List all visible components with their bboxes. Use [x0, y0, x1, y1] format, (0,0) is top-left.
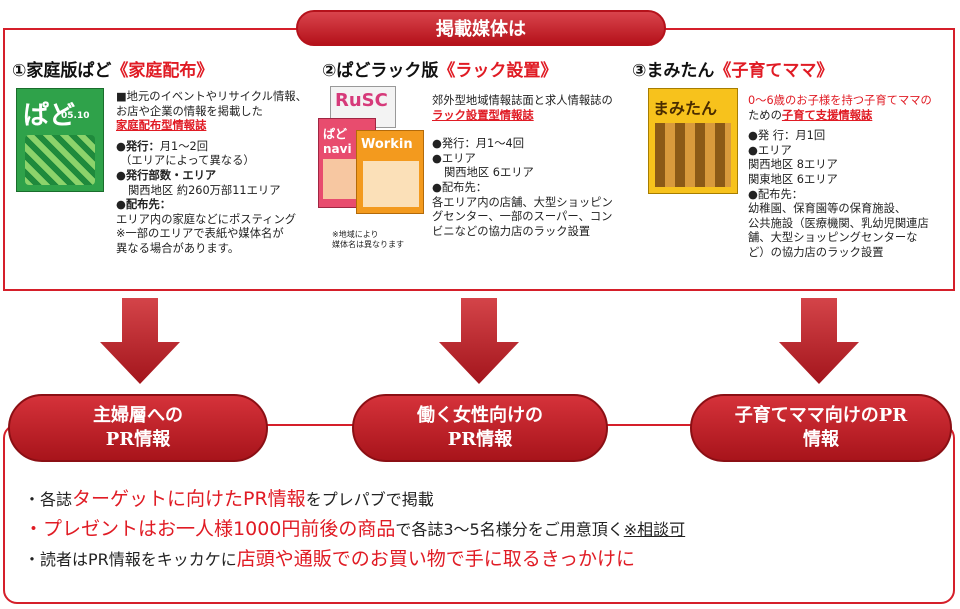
media-panel — [3, 28, 955, 291]
cover-illustration — [25, 135, 95, 185]
rusc-logo: RuSC — [335, 90, 388, 111]
pado-cover-image: ぱど 05.10 — [16, 88, 104, 192]
arrow-down-icon — [439, 298, 519, 384]
media-2-title: ②ぱどラック版《ラック設置》 — [322, 61, 558, 81]
media-1-title: ①家庭版ぱど《家庭配布》 — [12, 61, 214, 81]
workin-logo: Workin — [361, 137, 413, 152]
pado-navi-logo: ぱどnavi — [323, 127, 352, 156]
media-2-note: ※地域により 媒体名は異なります — [332, 230, 404, 249]
cover-photo — [363, 161, 419, 207]
media-3-description: 0～6歳のお子様を持つ子育てママの ための子育て支援情報誌 ●発 行：月1回 ●… — [748, 94, 932, 259]
mamitan-logo: まみたん — [653, 99, 718, 118]
bullet-2: ・プレゼントはお一人様1000円前後の商品で各誌3～5名様分をご用意頂く※相談可 — [24, 518, 686, 540]
cover-photo — [655, 123, 731, 187]
bullet-1: ・各誌ターゲットに向けたPR情報をプレパブで掲載 — [24, 488, 434, 510]
media-1-description: ■地元のイベントやリサイクル情報、 お店や企業の情報を掲載した 家庭配布型情報誌… — [116, 90, 307, 255]
pado-logo: ぱど — [23, 101, 76, 131]
media-2-description: 郊外型地域情報誌面と求人情報誌の ラック設置型情報誌 ●発行：月1～4回 ●エリ… — [432, 94, 613, 238]
pado-date: 05.10 — [61, 111, 90, 121]
mamitan-cover-image: まみたん — [648, 88, 738, 194]
workin-cover-image: Workin — [356, 130, 424, 214]
media-3-title: ③まみたん《子育てママ》 — [632, 61, 834, 81]
arrow-down-icon — [100, 298, 180, 384]
arrow-down-icon — [779, 298, 859, 384]
header-title: 掲載媒体は — [296, 10, 666, 46]
bullet-3: ・読者はPR情報をキッカケに店頭や通販でのお買い物で手に取るきっかけに — [24, 548, 636, 570]
